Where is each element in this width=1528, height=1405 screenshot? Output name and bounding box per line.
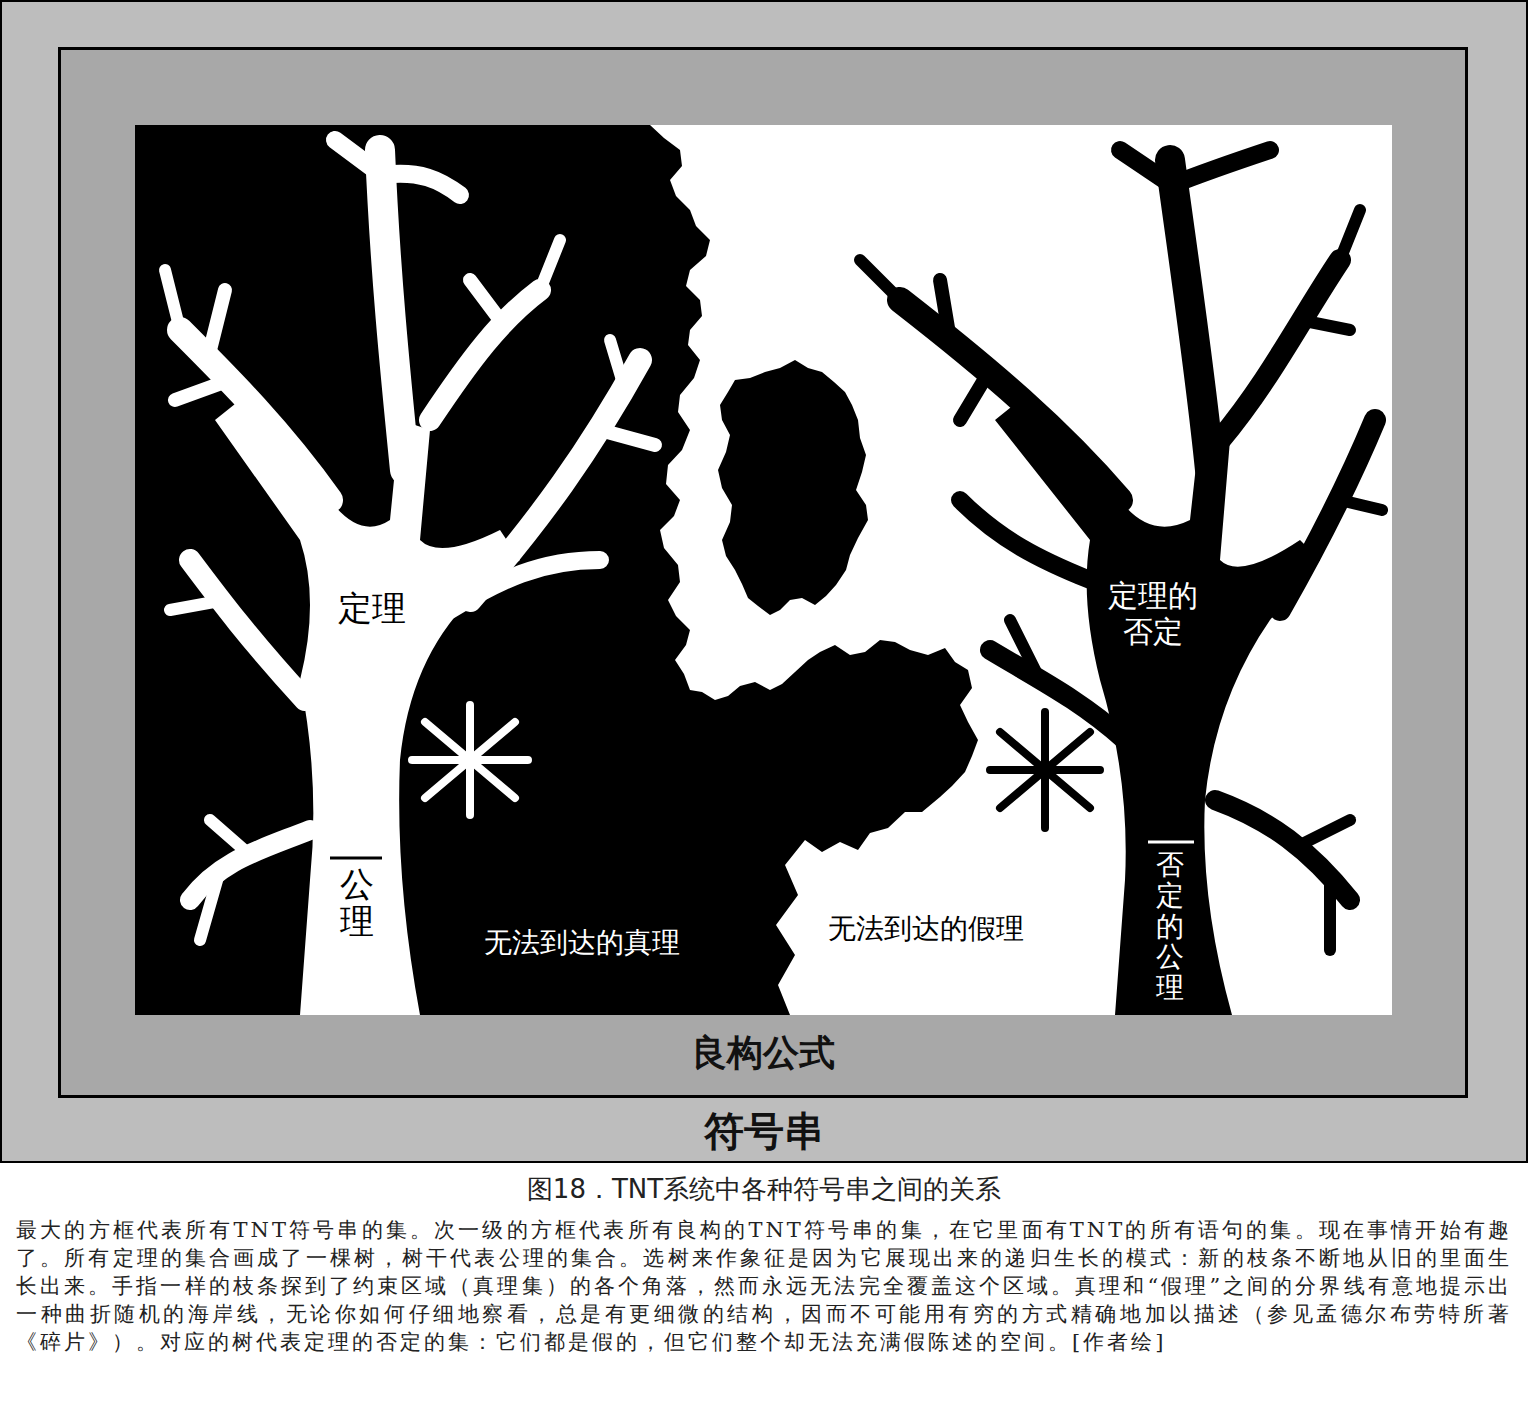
theorem-tree-part: [165, 270, 180, 330]
negation-tree-part: [960, 370, 990, 420]
theorem-tree-part: [610, 340, 625, 390]
theorem-tree-part: [210, 290, 225, 350]
negation-tree-part: [1220, 260, 1340, 440]
negation-tree-part: [1340, 210, 1360, 260]
theorem-tree-part: [180, 330, 330, 500]
negation-tree-part: [1340, 500, 1382, 510]
axiom-bar: [330, 857, 382, 860]
negation-tree-part: [1300, 820, 1350, 845]
negation-tree-part: [1300, 320, 1350, 330]
truth-region: [135, 125, 1392, 1015]
theorem-tree-part: [412, 705, 528, 815]
negation-tree-part: [900, 300, 1120, 500]
negation-tree-part: [1172, 150, 1270, 185]
negation-tree-part: [940, 280, 950, 340]
wff-box: 良构公式: [58, 47, 1468, 1098]
box-label: 符号串: [2, 1108, 1526, 1154]
theorem-tree-part: [380, 150, 405, 470]
theorem-tree-part: [170, 600, 225, 610]
negation-tree-part: [1170, 160, 1210, 470]
theorems-label: 定理: [338, 588, 406, 629]
theorem-tree-part: [210, 820, 250, 855]
theorem-tree-part: [200, 870, 220, 940]
theorem-tree-part: [382, 174, 460, 195]
strings-box: 符号串良构公式: [0, 0, 1528, 1163]
wff-ground: [58, 47, 1468, 1098]
truth-island: [718, 360, 868, 615]
negation-tree-part: [860, 260, 900, 300]
theorem-tree-part: [190, 560, 305, 700]
negated-axioms-label: 否定的公理: [1156, 850, 1184, 1004]
negation-tree: [860, 150, 1382, 1015]
axioms-label: 公理: [340, 866, 374, 941]
negation-tree-part: [990, 712, 1100, 828]
illustration: [0, 0, 1528, 1163]
negation-tree-part: [995, 400, 1320, 1015]
theorem-tree-part: [175, 380, 230, 400]
negation-tree-part: [990, 650, 1125, 740]
box-label: 良构公式: [61, 1032, 1465, 1073]
theorem-tree: [165, 140, 655, 1015]
unreachable-truths: 无法到达的真理: [484, 926, 680, 960]
strings-ground: [0, 0, 1528, 1163]
figure-title: 图18．TNT系统中各种符号串之间的关系: [0, 1174, 1528, 1205]
axiom-bar: [1148, 841, 1194, 844]
theorem-tree-part: [450, 560, 600, 610]
falsehood-region: [650, 125, 1392, 1015]
theorem-tree-part: [540, 240, 560, 290]
negation-tree-part: [1120, 150, 1172, 185]
figure-caption: 最大的方框代表所有TNT符号串的集。次一级的方框代表所有良构的TNT符号串的集，…: [16, 1216, 1512, 1356]
negation-tree-part: [1324, 880, 1336, 950]
theorem-tree-part: [470, 280, 500, 320]
theorem-tree-part: [190, 830, 310, 900]
theorem-tree-part: [600, 430, 655, 445]
negation-tree-part: [1280, 420, 1375, 610]
negations-label: 定理的否定: [1106, 578, 1199, 650]
negation-tree-part: [1010, 620, 1040, 680]
theorem-tree-part: [215, 400, 520, 1015]
unreachable-falsehoods: 无法到达的假理: [828, 912, 1024, 946]
negation-tree-part: [960, 500, 1090, 580]
